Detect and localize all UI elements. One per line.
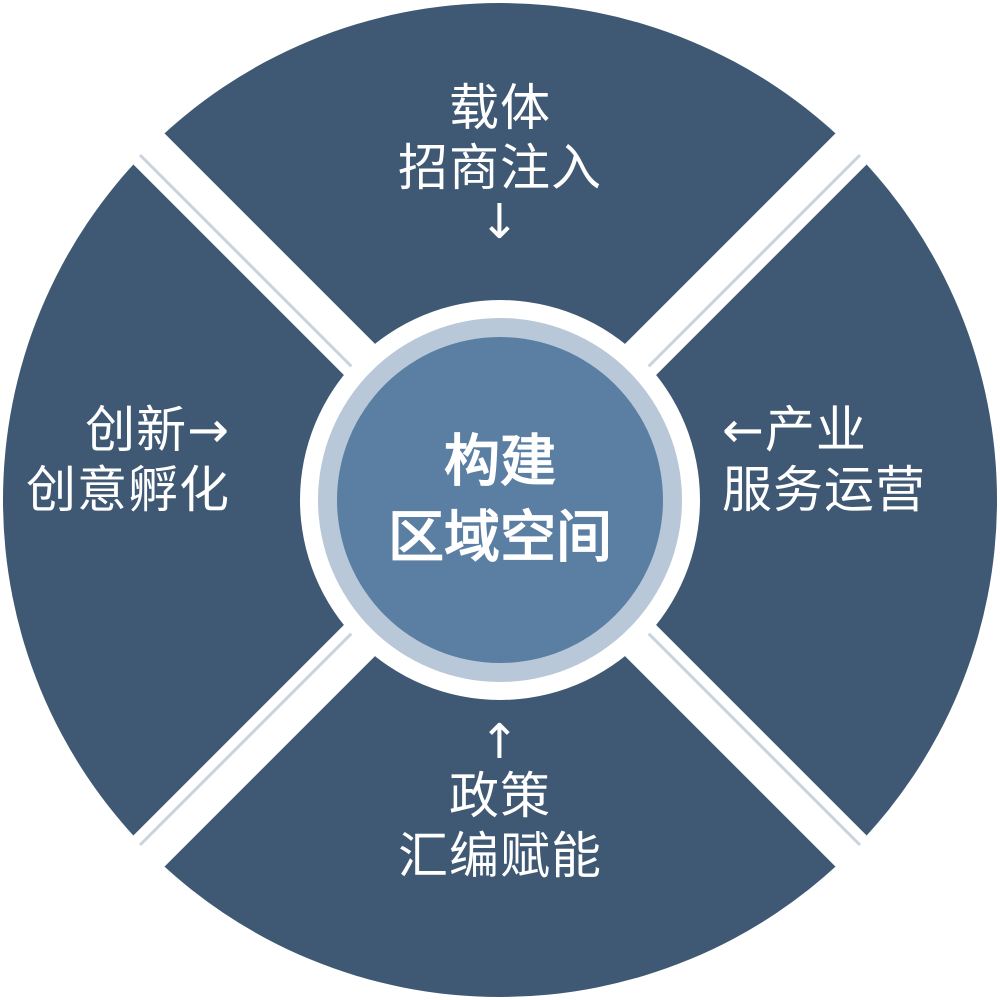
center-hub	[337, 337, 663, 663]
center-label: 构建 区域空间	[388, 424, 612, 575]
center-label-line2: 区域空间	[388, 505, 612, 570]
arrow-up-icon: ↑	[479, 714, 521, 770]
separator-accent-sw	[138, 623, 362, 847]
arrow-down-icon: ↓	[479, 194, 521, 250]
quadrant-bottom-label: ↑ 政策 汇编赋能	[398, 718, 602, 886]
separator-accent-se	[638, 623, 862, 847]
quadrant-left-line1: 创新→	[85, 401, 230, 459]
quadrant-bottom-line2: 汇编赋能	[398, 827, 602, 885]
quadrant-top-label: 载体 招商注入 ↓	[398, 78, 602, 246]
separator-accent-nw	[138, 153, 362, 377]
center-label-line1: 构建	[444, 429, 556, 495]
quadrant-top-line1: 载体	[449, 79, 551, 137]
quadrant-right-line2: 服务运营	[722, 461, 926, 519]
quadrant-right-label: ←产业 服务运营	[722, 400, 926, 520]
quadrant-top-line2: 招商注入	[398, 139, 602, 197]
quadrant-bottom-line1: 政策	[449, 767, 551, 825]
quadrant-right-line1: ←产业	[722, 401, 867, 459]
separator-accent-ne	[638, 153, 862, 377]
quadrant-left-line2: 创意孵化	[26, 461, 230, 519]
quadrant-left-label: 创新→ 创意孵化	[26, 400, 230, 520]
